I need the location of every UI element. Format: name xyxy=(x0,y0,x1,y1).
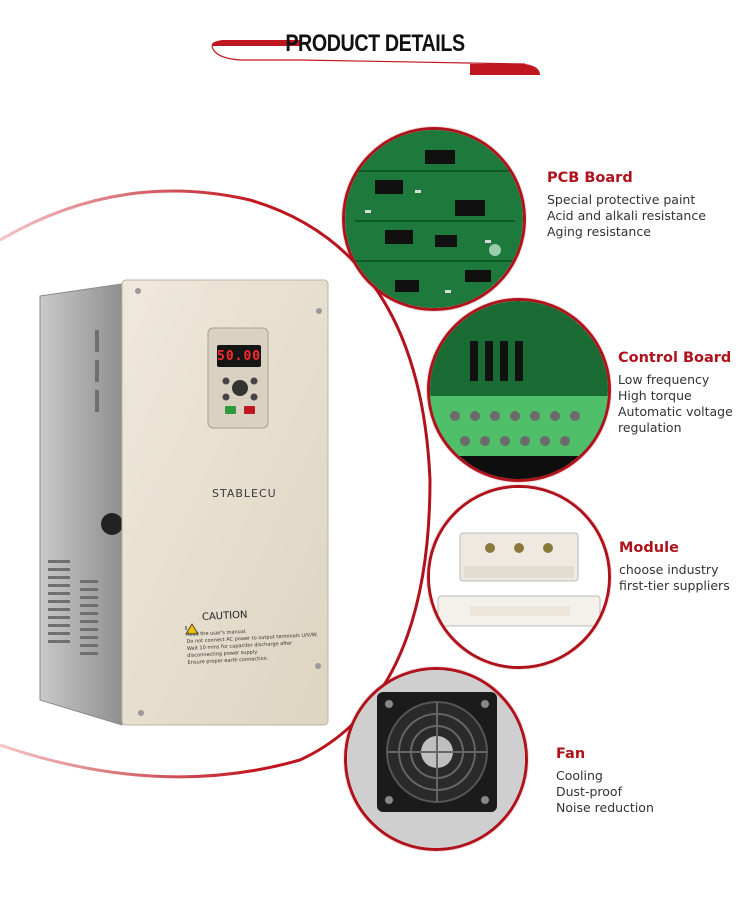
feature-line: Noise reduction xyxy=(556,800,654,815)
feature-title: PCB Board xyxy=(547,170,633,186)
header-decoration xyxy=(211,40,540,75)
feature-line: Dust-proof xyxy=(556,784,622,799)
feature-fan: Fan Cooling Dust-proof Noise reduction xyxy=(556,746,654,816)
feature-line: Automatic voltage xyxy=(618,404,733,419)
feature-control-board: Control Board Low frequency High torque … xyxy=(618,350,733,436)
page-title: PRODUCT DETAILS xyxy=(285,30,465,57)
inverter-display: 50.00 xyxy=(217,349,262,364)
brand-logo: STABLECU xyxy=(212,487,277,500)
pcb-board-image xyxy=(342,127,526,311)
feature-line: regulation xyxy=(618,420,682,435)
feature-line: Low frequency xyxy=(618,372,710,387)
feature-line: Cooling xyxy=(556,768,603,783)
feature-module: Module choose industry first-tier suppli… xyxy=(619,540,730,594)
module-image xyxy=(427,485,611,669)
control-board-image xyxy=(427,298,611,482)
page-header: PRODUCT DETAILS xyxy=(0,0,750,90)
feature-title: Control Board xyxy=(618,350,732,366)
feature-line: Aging resistance xyxy=(547,224,651,239)
feature-pcb-board: PCB Board Special protective paint Acid … xyxy=(547,170,706,240)
feature-title: Fan xyxy=(556,746,586,762)
feature-line: Special protective paint xyxy=(547,192,696,207)
feature-line: choose industry xyxy=(619,562,719,577)
feature-line: High torque xyxy=(618,388,692,403)
caution-text: Read the user's manual. Do not connect A… xyxy=(186,625,328,667)
feature-title: Module xyxy=(619,540,679,556)
fan-image xyxy=(344,667,528,851)
feature-line: Acid and alkali resistance xyxy=(547,208,706,223)
feature-line: first-tier suppliers xyxy=(619,578,730,593)
